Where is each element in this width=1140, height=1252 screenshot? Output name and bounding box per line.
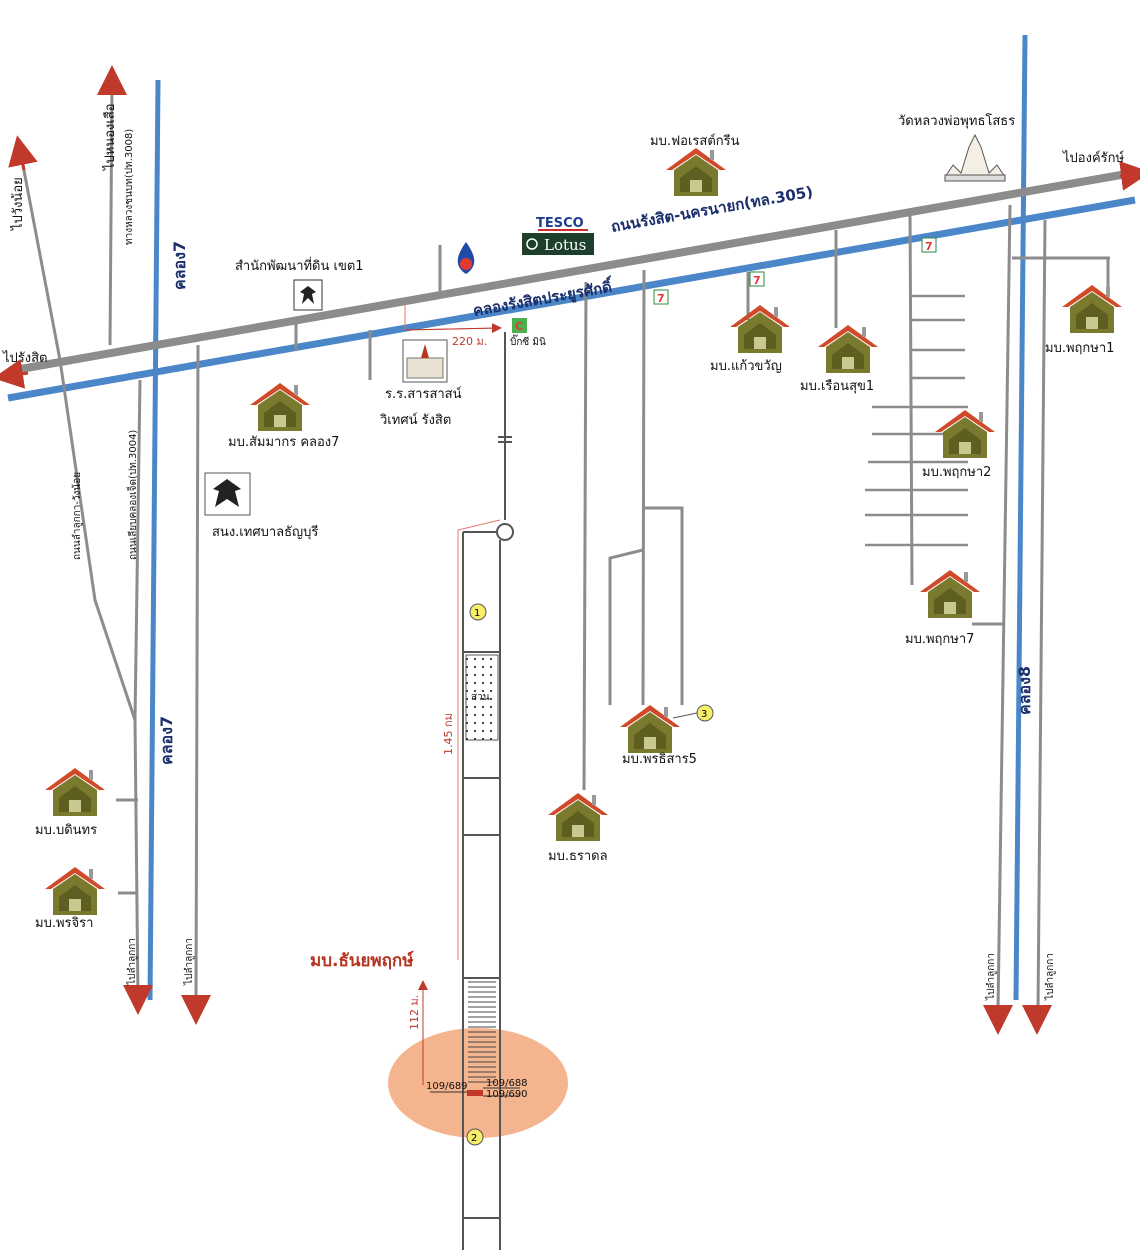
label-tharadol: มบ.ธราดล bbox=[548, 849, 608, 864]
fuel-station-icon bbox=[457, 242, 475, 274]
label-pruksa7: มบ.พฤกษา7 bbox=[905, 632, 974, 647]
label-thanyaburi: สนง.เทศบาลธัญบุรี bbox=[212, 524, 318, 540]
klong7-canal bbox=[147, 79, 161, 1001]
distance-145: 1.45 กม bbox=[442, 713, 455, 755]
municipality-emblem-icon bbox=[204, 472, 251, 516]
house-icon bbox=[730, 305, 790, 353]
to-lamlukka-4: ไปลำลูกกา bbox=[1044, 953, 1056, 1001]
plot-right-bottom: 109/690 bbox=[486, 1089, 528, 1100]
plot-left: 109/689 bbox=[426, 1081, 468, 1092]
svg-text:TESCO: TESCO bbox=[536, 216, 584, 231]
marker-3: 3 bbox=[672, 704, 714, 722]
house-icon bbox=[1062, 285, 1122, 333]
label-land-office: สำนักพัฒนาที่ดิน เขต1 bbox=[235, 257, 364, 274]
school-icon bbox=[402, 339, 448, 383]
label-bodintorn: มบ.บดินทร bbox=[35, 823, 97, 838]
house-icon bbox=[45, 768, 105, 816]
roundabout bbox=[496, 523, 514, 541]
house-icon bbox=[548, 793, 608, 841]
tesco-lotus-logo: TESCO Lotus bbox=[522, 214, 594, 255]
main-canal-label: คลองรังสิตประยูรศักดิ์ bbox=[471, 275, 615, 321]
to-nongsua-label: ไปหนองเสือ bbox=[102, 103, 118, 171]
to-rangsit-label: ไปรังสิต bbox=[2, 350, 48, 366]
plot-ladder bbox=[468, 981, 496, 1083]
svg-text:1: 1 bbox=[474, 608, 480, 619]
seven-eleven-icon: 7 bbox=[749, 271, 765, 287]
target-plot bbox=[467, 1090, 483, 1096]
klong8-label: คลอง8 bbox=[1015, 666, 1034, 715]
side-road-3008-label: ทางหลวงชนบท(ปท.3008) bbox=[124, 129, 135, 245]
svg-text:C: C bbox=[515, 320, 523, 333]
label-school-2: วิเทศน์ รังสิต bbox=[379, 412, 451, 428]
project-title: มบ.ธันยพฤกษ์ bbox=[310, 950, 414, 971]
side-roads bbox=[20, 84, 1110, 1011]
to-wangnoi-label: ไปวังน้อย bbox=[10, 177, 26, 231]
label-pornjira: มบ.พรจิรา bbox=[35, 916, 93, 931]
marker-1: 1 bbox=[469, 603, 487, 621]
distance-112: 112 ม. bbox=[408, 995, 421, 1030]
house-icon bbox=[920, 570, 980, 618]
svg-text:Lotus: Lotus bbox=[544, 236, 586, 254]
side-road-lamlukka-label: ถนนลำลูกกา-วังน้อย bbox=[71, 472, 83, 560]
to-lamlukka-3: ไปลำลูกกา bbox=[985, 953, 997, 1001]
house-icon bbox=[818, 325, 878, 373]
house-icon bbox=[935, 410, 995, 458]
seven-eleven-icon: 7 bbox=[653, 289, 669, 305]
label-wat: วัดหลวงพ่อพุทธโสธร bbox=[898, 113, 1015, 129]
main-road bbox=[14, 169, 1133, 374]
house-icon bbox=[45, 867, 105, 915]
park-label: สวน bbox=[471, 692, 490, 703]
klong7-bottom-label: คลอง7 bbox=[157, 716, 176, 765]
land-office-emblem-icon bbox=[293, 279, 323, 311]
to-lamlukka-2: ไปลำลูกกา bbox=[183, 938, 195, 986]
direction-arrows bbox=[0, 65, 1140, 1035]
marker-2: 2 bbox=[466, 1128, 484, 1146]
to-ongkharak-label: ไปองค์รักษ์ bbox=[1062, 150, 1124, 166]
klong7-top-label: คลอง7 bbox=[170, 241, 189, 290]
svg-text:7: 7 bbox=[657, 292, 665, 305]
svg-text:3: 3 bbox=[701, 709, 707, 720]
label-sammakorn: มบ.สัมมากร คลอง7 bbox=[228, 435, 339, 450]
house-icon bbox=[620, 705, 680, 753]
svg-text:2: 2 bbox=[471, 1133, 477, 1144]
side-road-3004-label: ถนนเลียบคลองเจ็ด(ปท.3004) bbox=[125, 430, 139, 560]
bigc-icon: C bbox=[512, 318, 527, 333]
bigc-label: บิ๊กซี มินิ bbox=[510, 334, 546, 348]
house-icon bbox=[250, 383, 310, 431]
svg-text:7: 7 bbox=[753, 274, 761, 287]
klong8-canal bbox=[1013, 34, 1028, 1001]
label-ruansuk: มบ.เรือนสุข1 bbox=[800, 378, 874, 394]
label-pornthisan: มบ.พรธิสาร5 bbox=[622, 752, 697, 767]
project-highlight bbox=[388, 1028, 568, 1138]
plot-right-top: 109/688 bbox=[486, 1078, 528, 1089]
seven-eleven-icon: 7 bbox=[921, 237, 937, 253]
label-pruksa1: มบ.พฤกษา1 bbox=[1045, 341, 1114, 356]
project-soi bbox=[462, 332, 512, 1250]
label-kaewkwan: มบ.แก้วขวัญ bbox=[710, 359, 782, 374]
park-area bbox=[465, 654, 499, 741]
to-lamlukka-1: ไปลำลูกกา bbox=[126, 938, 138, 986]
label-forest-green: มบ.ฟอเรสต์กรีน bbox=[650, 133, 740, 149]
label-pruksa2: มบ.พฤกษา2 bbox=[922, 465, 991, 480]
svg-text:7: 7 bbox=[925, 240, 933, 253]
distance-220: 220 ม. bbox=[452, 335, 487, 348]
main-canal bbox=[7, 196, 1136, 402]
temple-icon bbox=[944, 133, 1006, 182]
label-school-1: ร.ร.สารสาสน์ bbox=[385, 386, 462, 402]
house-icon bbox=[666, 148, 726, 196]
